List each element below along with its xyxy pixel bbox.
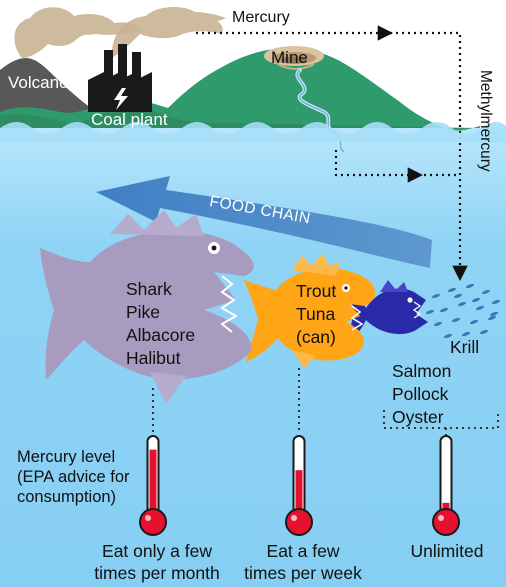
species-label: Halibut: [126, 348, 181, 368]
mercury-label: Mercury: [232, 9, 290, 26]
hills: [0, 48, 480, 131]
advice-medium: Eat a few times per week: [239, 540, 367, 584]
krill: [488, 315, 496, 321]
krill: [482, 289, 490, 295]
mercury-level-label: Mercury level (EPA advice for consumptio…: [17, 447, 130, 507]
wave-line: [0, 121, 506, 142]
species-label: Trout: [296, 281, 337, 301]
large-fish-label: Shark Pike Albacore Halibut: [126, 278, 195, 370]
mine-label: Mine: [271, 48, 308, 67]
medium-fish: [244, 254, 376, 368]
mine-pit: [264, 46, 324, 70]
krill: [426, 309, 434, 315]
species-label: Pollock: [392, 384, 449, 404]
krill-swarm: [426, 283, 500, 339]
medium-fish-label: Trout Tuna (can): [296, 280, 336, 349]
species-label: Shark: [126, 279, 172, 299]
advice-large: Eat only a few times per month: [93, 540, 221, 584]
krill: [490, 311, 498, 317]
thermometer-fill: [295, 470, 303, 518]
advice-line: Unlimited: [410, 541, 484, 561]
krill: [440, 307, 448, 313]
advice-small: Unlimited: [392, 540, 502, 562]
plant-smoke: [111, 7, 226, 58]
advice-line: Eat a few: [266, 541, 340, 561]
thermometer-shine: [438, 515, 444, 521]
coal-plant: [88, 44, 152, 112]
thermometer-bulb: [139, 508, 167, 536]
species-label: Albacore: [126, 325, 196, 345]
species-label: Oyster: [392, 407, 444, 427]
krill-label: Krill: [450, 337, 480, 357]
advice-line: Eat only a few: [102, 541, 212, 561]
krill: [434, 321, 442, 327]
methylmercury-path: [334, 150, 424, 183]
methylmercury-label: Methylmercury: [477, 70, 494, 172]
thermometer-bulb: [432, 508, 460, 536]
mercury-level-line: Mercury level: [17, 448, 116, 466]
species-label: (can): [296, 327, 336, 347]
krill: [454, 293, 462, 299]
krill: [476, 305, 484, 311]
thermometer-bulb: [285, 508, 313, 536]
small-fish: [346, 280, 428, 342]
krill: [444, 333, 452, 339]
advice-line: times per week: [244, 563, 362, 583]
thermometers: [139, 435, 460, 536]
small-fish-label: Salmon Pollock Oyster: [392, 360, 451, 429]
species-label: Tuna: [296, 304, 336, 324]
advice-line: times per month: [94, 563, 220, 583]
mercury-level-line: (EPA advice for: [17, 468, 130, 486]
krill: [480, 329, 488, 335]
volcano-label: Volcano: [8, 73, 69, 92]
krill: [472, 297, 480, 303]
species-label: Pike: [126, 302, 161, 322]
krill: [466, 283, 474, 289]
krill: [448, 287, 456, 293]
krill: [458, 301, 466, 307]
large-fish: [40, 210, 254, 404]
krill: [492, 299, 500, 305]
krill: [452, 317, 460, 323]
food-chain-arrow: [96, 176, 432, 268]
mercury-level-line: consumption): [17, 488, 117, 506]
krill: [470, 319, 478, 325]
thermometer-shine: [291, 515, 297, 521]
thermometer-fill: [149, 449, 157, 518]
species-label: Salmon: [392, 361, 452, 381]
krill: [432, 293, 440, 299]
krill: [462, 331, 470, 337]
coal-plant-label: Coal plant: [91, 110, 168, 129]
thermometer-shine: [145, 515, 151, 521]
